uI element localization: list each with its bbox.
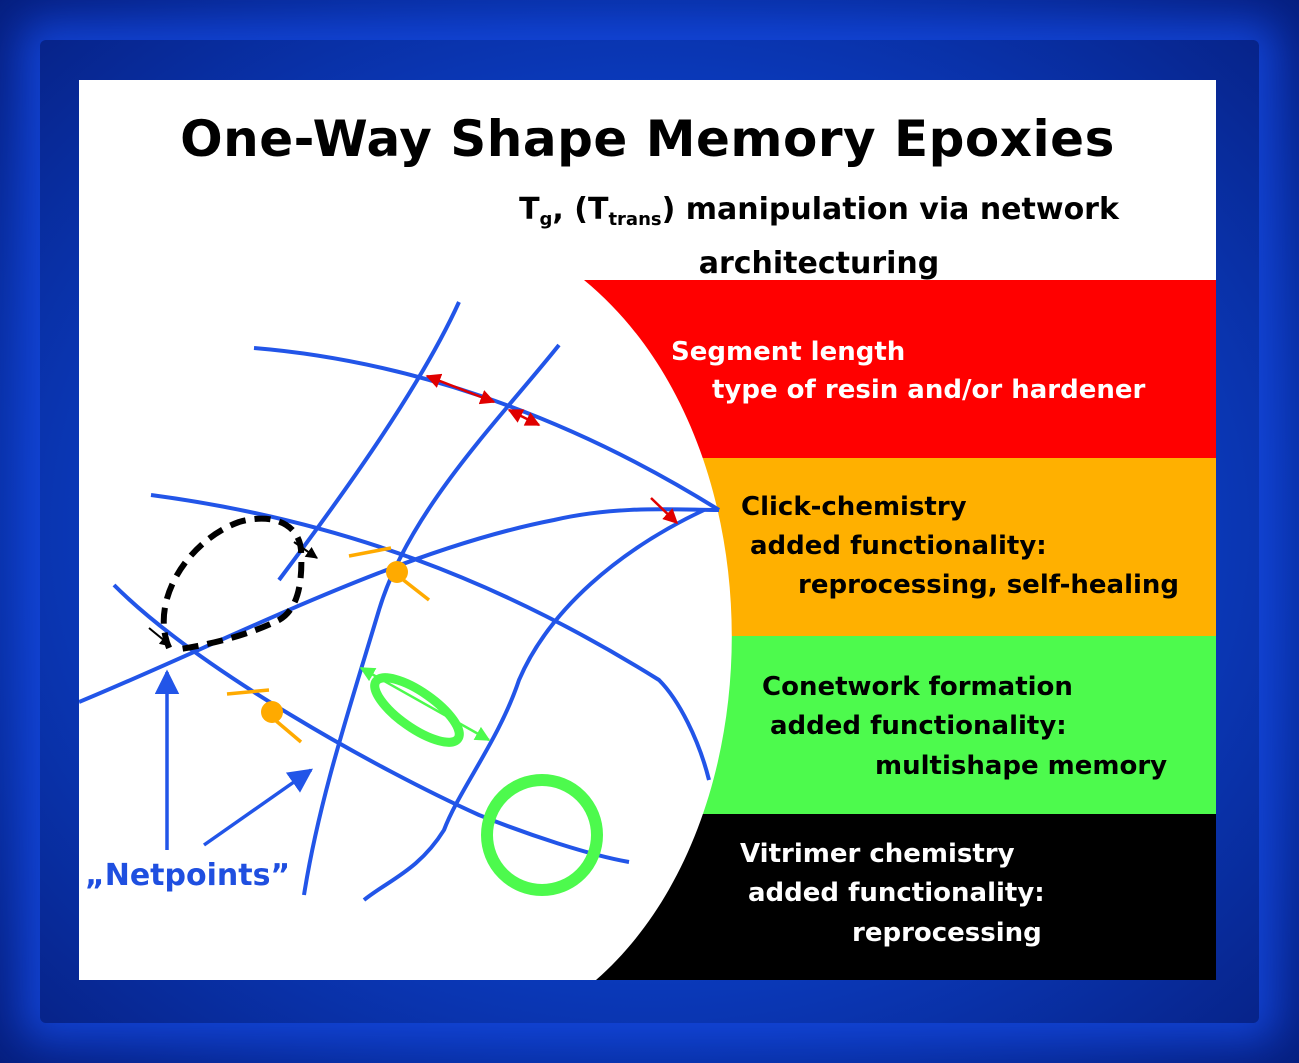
page-title: One-Way Shape Memory Epoxies	[180, 110, 1115, 168]
red-arrow-3	[650, 497, 679, 525]
red-arrow-1	[425, 373, 496, 405]
subtitle: Tg, (Ttrans) manipulation via network ar…	[499, 188, 1139, 286]
pendant-group-2	[226, 688, 303, 744]
network-strands	[79, 301, 721, 902]
loop-arrow-1	[293, 541, 318, 559]
strand-h4	[112, 583, 630, 864]
band2-line3: reprocessing, self-healing	[798, 570, 1180, 600]
red-arrow-2	[507, 408, 541, 427]
subtitle-sep: , (T	[552, 192, 609, 227]
slide-panel: One-Way Shape Memory Epoxies Tg, (Ttrans…	[79, 80, 1216, 980]
band3-line3: multishape memory	[875, 751, 1168, 781]
strand-h3	[79, 507, 720, 704]
band4-line1: Vitrimer chemistry	[740, 839, 1015, 869]
strand-v1	[277, 301, 461, 582]
band3-line2: added functionality:	[770, 711, 1067, 741]
band2-line1: Click-chemistry	[741, 492, 967, 522]
strand-v2	[302, 343, 561, 896]
dashed-loop	[160, 515, 305, 653]
green-arrow	[359, 666, 491, 742]
loop-arrow-2	[148, 627, 172, 647]
band1-line2: type of resin and/or hardener	[712, 375, 1146, 405]
band4-line3: reprocessing	[852, 918, 1042, 948]
band2-line2: added functionality:	[750, 531, 1047, 561]
pendant-group-1	[348, 546, 431, 602]
subtitle-g-sub: g	[539, 209, 553, 230]
netpoint-arrow-2	[202, 768, 314, 847]
network-diagram	[79, 301, 721, 902]
strand-h2	[150, 493, 711, 781]
netpoints-label: „Netpoints”	[85, 858, 291, 893]
strand-v3	[362, 508, 705, 902]
subtitle-t: T	[519, 192, 540, 227]
subtitle-line2: architecturing	[698, 246, 940, 281]
band3-line1: Conetwork formation	[762, 672, 1073, 702]
band4-line2: added functionality:	[748, 878, 1045, 908]
band1-line1: Segment length	[671, 337, 906, 367]
subtitle-rest: ) manipulation via network	[661, 192, 1119, 227]
subtitle-trans-sub: trans	[608, 209, 662, 230]
green-ring	[481, 774, 603, 896]
